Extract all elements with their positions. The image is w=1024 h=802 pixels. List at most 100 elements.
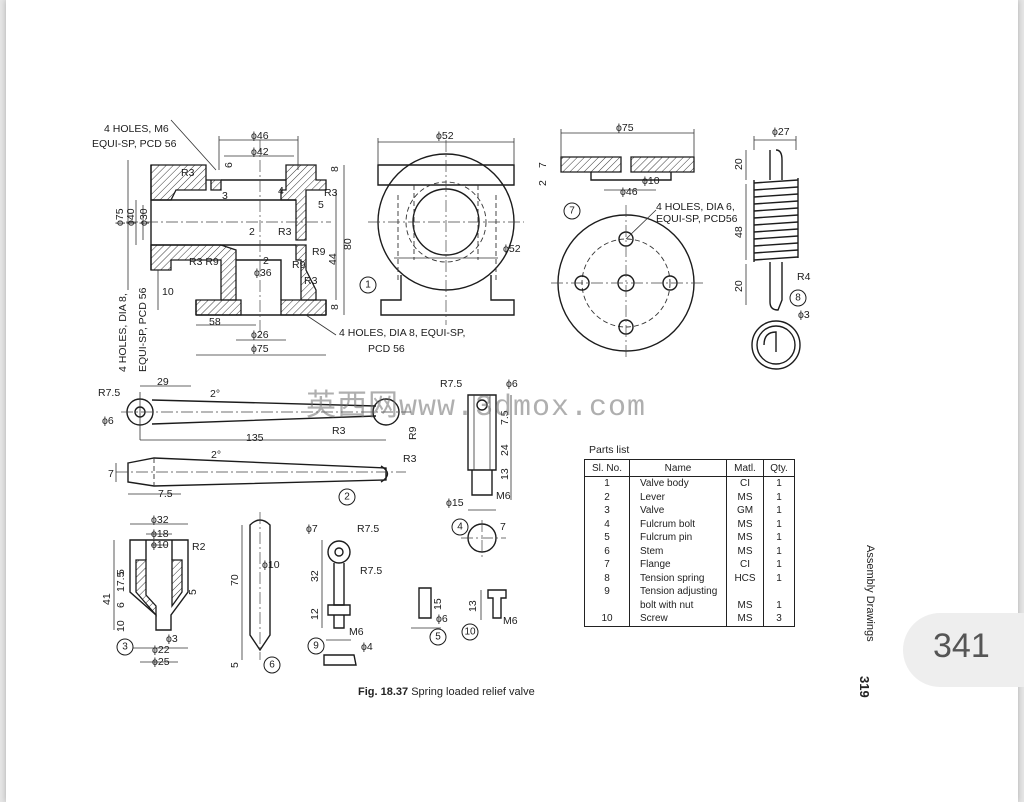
document-page: 4 HOLES, M6 EQUI-SP, PCD 56 4 HOLES, DIA… — [6, 0, 1018, 802]
svg-text:R3: R3 — [324, 187, 338, 199]
tension-adjusting-bolt: ϕ7 R7.5 32 R7.5 12 M6 ϕ4 — [306, 523, 382, 666]
cell — [763, 585, 795, 599]
svg-text:ϕ30: ϕ30 — [138, 208, 150, 226]
svg-text:44: 44 — [327, 253, 339, 265]
header-name: Name — [629, 459, 727, 477]
svg-text:58: 58 — [209, 316, 221, 328]
cell: 1 — [763, 598, 795, 612]
tension-spring: ϕ27 20 48 20 R4 ϕ3 — [733, 126, 811, 370]
cell: bolt with nut — [629, 598, 727, 612]
svg-text:10: 10 — [162, 286, 174, 298]
screws: 15 ϕ6 13 M6 — [411, 587, 518, 629]
cell: MS — [726, 544, 764, 558]
cell: Flange — [629, 558, 727, 572]
cell: MS — [726, 598, 764, 612]
lever: R7.5 29 2° ϕ6 135 R3 R9 R7.5 7 2° R3 7.5 — [98, 376, 462, 500]
svg-text:20: 20 — [733, 280, 745, 292]
svg-text:ϕ3: ϕ3 — [798, 309, 810, 321]
cell: 1 — [763, 476, 795, 491]
svg-text:ϕ18: ϕ18 — [151, 528, 169, 540]
svg-text:ϕ32: ϕ32 — [151, 514, 169, 526]
svg-text:ϕ10: ϕ10 — [151, 539, 169, 551]
cell: Screw — [629, 612, 727, 627]
svg-text:48: 48 — [733, 226, 745, 238]
cell: 7 — [584, 558, 630, 572]
svg-text:ϕ6: ϕ6 — [506, 378, 518, 390]
svg-text:M6: M6 — [503, 615, 518, 627]
svg-text:R3: R3 — [403, 453, 417, 465]
cell: MS — [726, 517, 764, 531]
svg-text:EQUI-SP, PCD 56: EQUI-SP, PCD 56 — [137, 287, 149, 372]
svg-text:8: 8 — [795, 293, 801, 304]
svg-text:7: 7 — [108, 468, 114, 480]
cell: 1 — [763, 517, 795, 531]
svg-text:20: 20 — [733, 158, 745, 170]
svg-text:7.5: 7.5 — [158, 488, 173, 500]
svg-text:12: 12 — [309, 608, 321, 620]
svg-text:ϕ36: ϕ36 — [254, 267, 272, 279]
svg-text:3: 3 — [222, 190, 228, 202]
svg-text:8: 8 — [329, 304, 341, 310]
cell: 1 — [763, 571, 795, 585]
svg-text:4 HOLES, DIA 8,: 4 HOLES, DIA 8, — [117, 293, 129, 372]
cell: CI — [726, 476, 764, 491]
callout-4: 4 — [451, 518, 469, 536]
callout-3: 3 — [116, 638, 134, 656]
cell: 6 — [584, 544, 630, 558]
svg-text:ϕ4: ϕ4 — [361, 641, 373, 653]
valve-body-side-view: ϕ52 ϕ52 — [368, 130, 524, 325]
fulcrum-pin: ϕ10 70 5 — [229, 512, 280, 668]
svg-text:7: 7 — [537, 162, 549, 168]
parts-header-row: Sl. No. Name Matl. Qty. — [584, 459, 795, 477]
cell: MS — [726, 531, 764, 545]
svg-text:ϕ75: ϕ75 — [616, 122, 634, 134]
cell: Valve — [629, 504, 727, 518]
cell — [726, 585, 764, 599]
svg-text:2°: 2° — [210, 388, 220, 400]
svg-text:7.5: 7.5 — [499, 410, 511, 425]
flange: ϕ75 7 2 ϕ10 ϕ46 4 HOLES, DIA 6, EQUI-SP,… — [537, 122, 738, 360]
svg-text:7: 7 — [500, 521, 506, 533]
cell: Stem — [629, 544, 727, 558]
svg-text:R3: R3 — [181, 167, 195, 179]
cell: Valve body — [629, 476, 727, 491]
viewer-page-indicator[interactable]: 341 — [903, 613, 1024, 687]
cell: Lever — [629, 490, 727, 504]
svg-text:2: 2 — [263, 255, 269, 267]
cell: MS — [726, 612, 764, 627]
cell: 5 — [584, 531, 630, 545]
valve: ϕ32 ϕ18 ϕ10 R2 41 17.5 5 5 6 10 ϕ3 ϕ22 ϕ… — [101, 514, 206, 668]
svg-text:29: 29 — [157, 376, 169, 388]
svg-text:13: 13 — [499, 468, 511, 480]
cell: 1 — [763, 558, 795, 572]
svg-text:4 HOLES, M6: 4 HOLES, M6 — [104, 123, 169, 135]
svg-text:PCD 56: PCD 56 — [368, 343, 405, 355]
svg-text:2: 2 — [344, 492, 350, 503]
header-matl: Matl. — [726, 459, 764, 477]
svg-text:6: 6 — [115, 602, 127, 608]
svg-text:2°: 2° — [211, 449, 221, 461]
svg-text:R3: R3 — [304, 275, 318, 287]
cell: 10 — [584, 612, 630, 627]
svg-text:M6: M6 — [496, 490, 511, 502]
svg-text:135: 135 — [246, 432, 264, 444]
svg-text:ϕ10: ϕ10 — [642, 175, 660, 187]
cell: HCS — [726, 571, 764, 585]
svg-text:R4: R4 — [797, 271, 811, 283]
svg-text:ϕ42: ϕ42 — [251, 146, 269, 158]
svg-text:2: 2 — [537, 180, 549, 186]
svg-text:7: 7 — [569, 206, 575, 217]
svg-text:R3 R9: R3 R9 — [189, 256, 219, 268]
svg-text:5: 5 — [115, 569, 127, 575]
figure-number: Fig. 18.37 — [358, 686, 409, 698]
svg-text:EQUI-SP, PCD 56: EQUI-SP, PCD 56 — [92, 138, 177, 150]
svg-text:R9: R9 — [407, 426, 419, 440]
svg-text:1: 1 — [365, 280, 371, 291]
svg-text:ϕ52: ϕ52 — [503, 243, 521, 255]
